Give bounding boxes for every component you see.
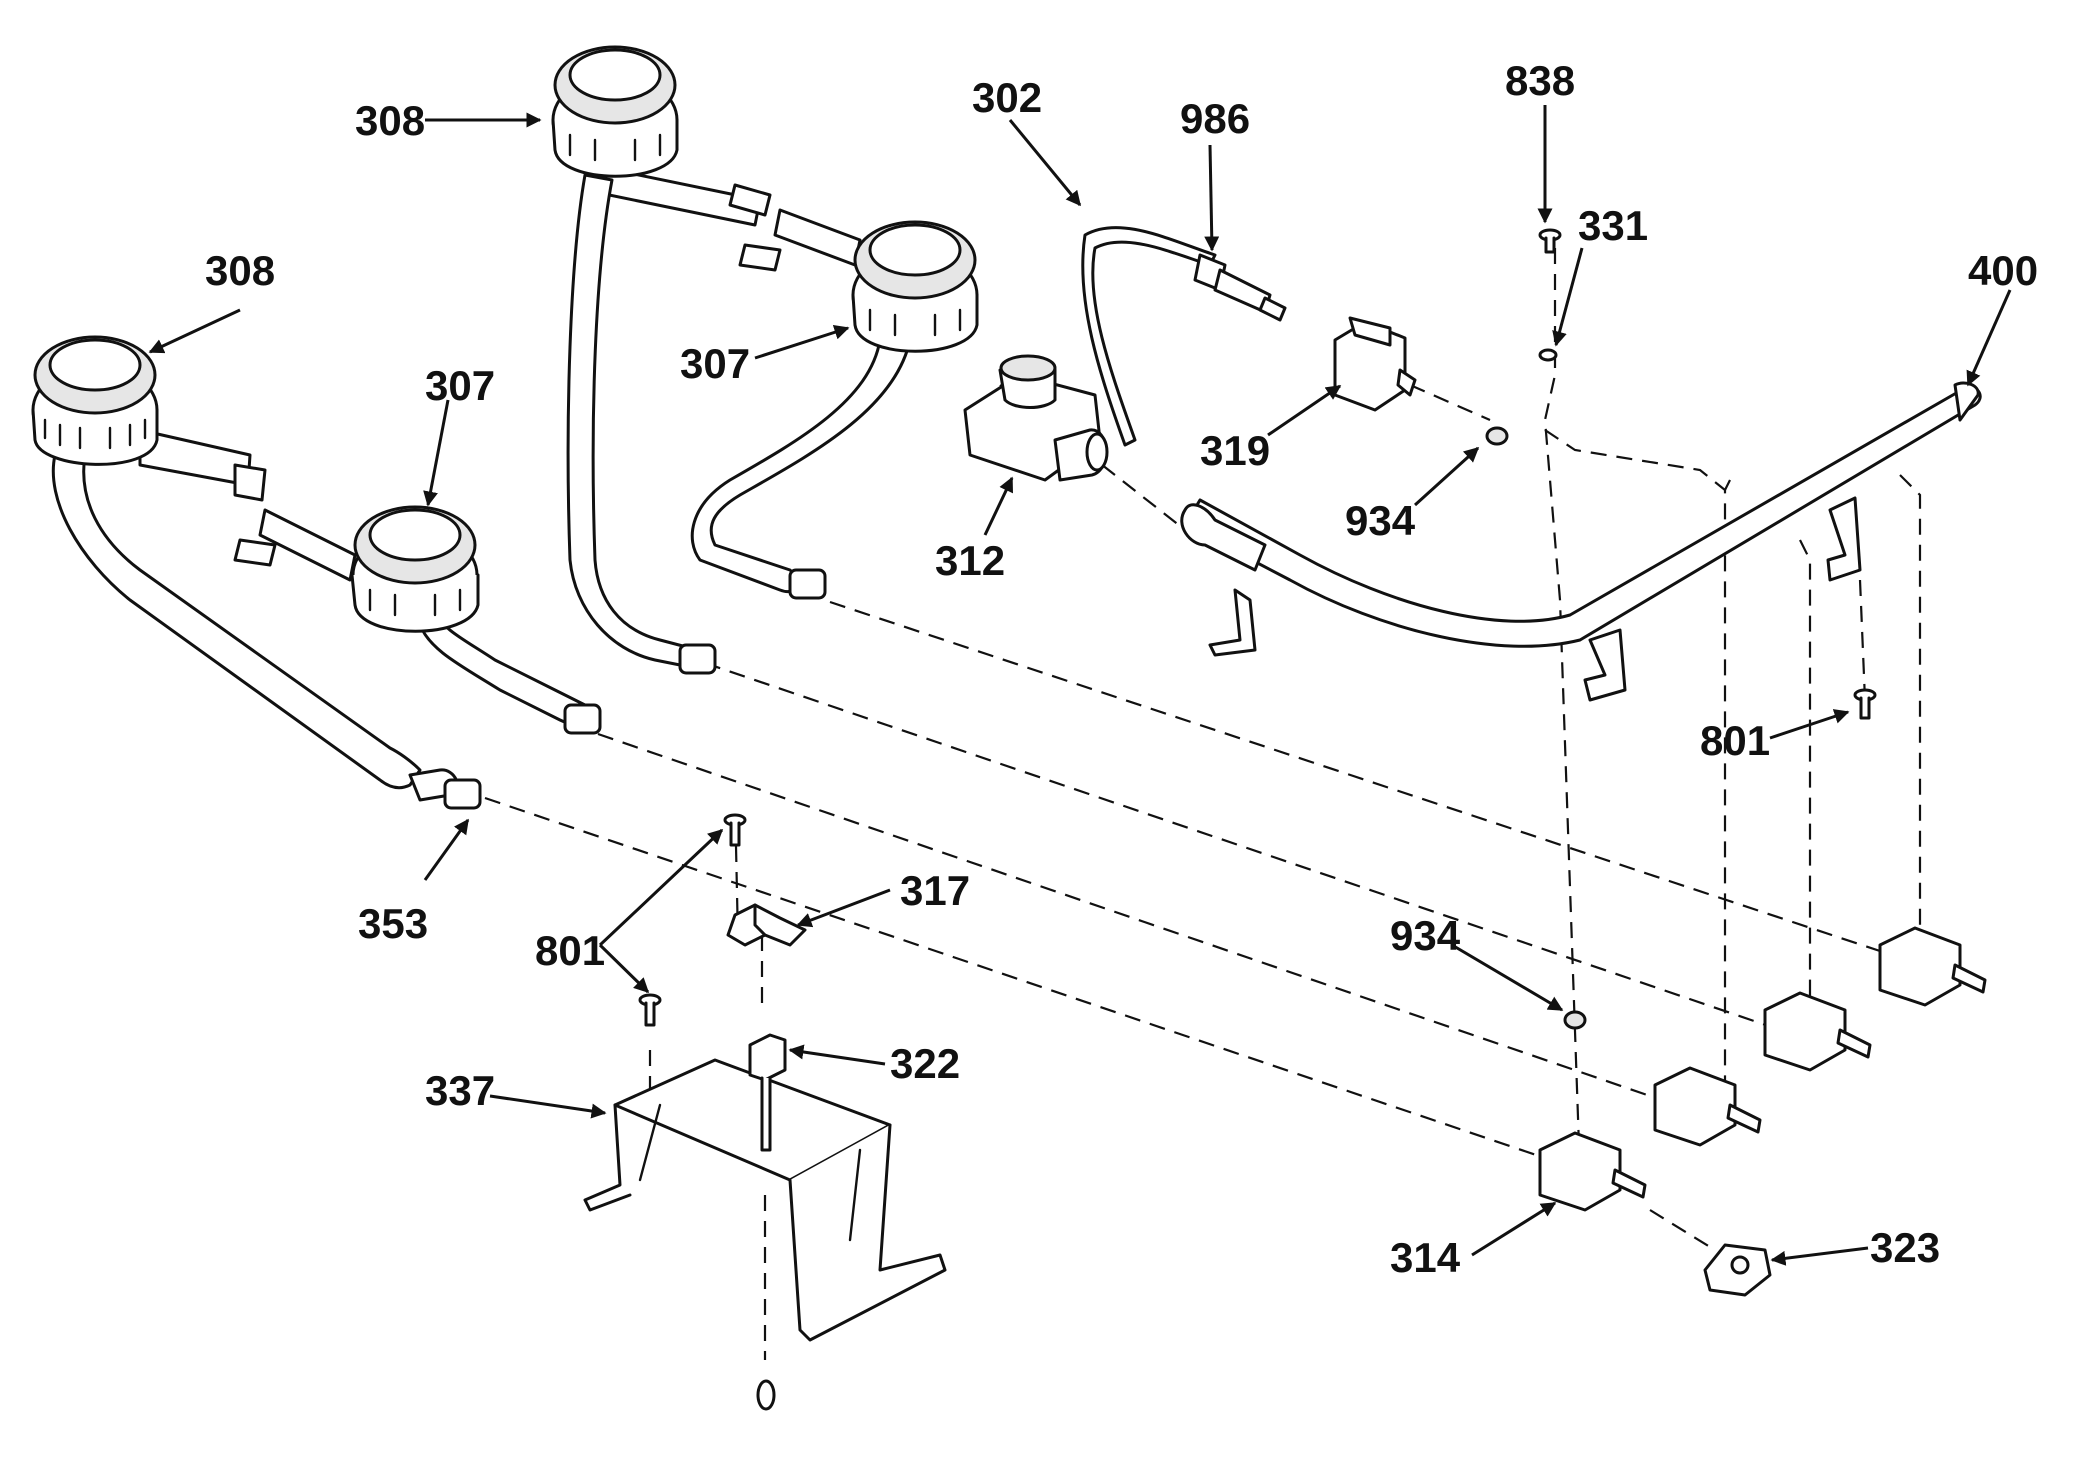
callout-986: 986 <box>1180 95 1250 142</box>
manifold-pipe-400 <box>1180 381 1982 702</box>
callout-302: 302 <box>972 74 1042 121</box>
callout-308-left: 308 <box>205 247 275 294</box>
callout-801-left: 801 <box>535 927 605 974</box>
washer-331 <box>1538 348 1558 362</box>
burner-valve-314 <box>1538 1131 1647 1212</box>
callout-317: 317 <box>900 867 970 914</box>
pressure-regulator-312 <box>963 354 1109 482</box>
switch-322 <box>748 1033 787 1411</box>
assembly-dashed-lines <box>484 248 1929 1360</box>
callout-308-rear: 308 <box>355 97 425 144</box>
left-front-burner-307 <box>233 505 602 735</box>
burner-valve-a <box>1878 926 1987 1007</box>
screw-838 <box>1538 228 1562 254</box>
right-front-burner-307 <box>690 208 979 600</box>
callout-307-left: 307 <box>425 362 495 409</box>
burner-valve-c <box>1653 1066 1762 1147</box>
callout-322: 322 <box>890 1040 960 1087</box>
callout-323: 323 <box>1870 1224 1940 1271</box>
screw-801-right <box>1853 688 1877 720</box>
callout-353: 353 <box>358 900 428 947</box>
callout-leaders <box>148 105 2012 1266</box>
callout-838: 838 <box>1505 57 1575 104</box>
burner-valve-b <box>1763 991 1872 1072</box>
callout-801-right: 801 <box>1700 717 1770 764</box>
fitting-986 <box>1193 253 1287 322</box>
callout-labels: 308 308 307 307 353 312 302 986 319 934 … <box>205 57 2038 1281</box>
callout-314: 314 <box>1390 1234 1461 1281</box>
bracket-337 <box>583 1058 947 1342</box>
callout-337: 337 <box>425 1067 495 1114</box>
callout-331: 331 <box>1578 202 1648 249</box>
callout-400: 400 <box>1968 247 2038 294</box>
washer-934-bottom <box>1563 1010 1587 1030</box>
switch-319 <box>1333 316 1417 412</box>
rear-left-burner-308 <box>31 335 482 810</box>
bracket-317 <box>726 903 807 947</box>
callout-934-bottom: 934 <box>1390 912 1461 959</box>
screw-801-left-top <box>723 813 747 847</box>
knob-323 <box>1703 1243 1772 1297</box>
rear-right-burner-308 <box>551 45 772 675</box>
callout-319: 319 <box>1200 427 1270 474</box>
thermostat-tube-302 <box>1081 226 1217 447</box>
screw-801-left-bottom <box>638 993 662 1027</box>
callout-934-top: 934 <box>1345 497 1416 544</box>
callout-307-right: 307 <box>680 340 750 387</box>
washer-934-top <box>1485 426 1509 446</box>
callout-312: 312 <box>935 537 1005 584</box>
